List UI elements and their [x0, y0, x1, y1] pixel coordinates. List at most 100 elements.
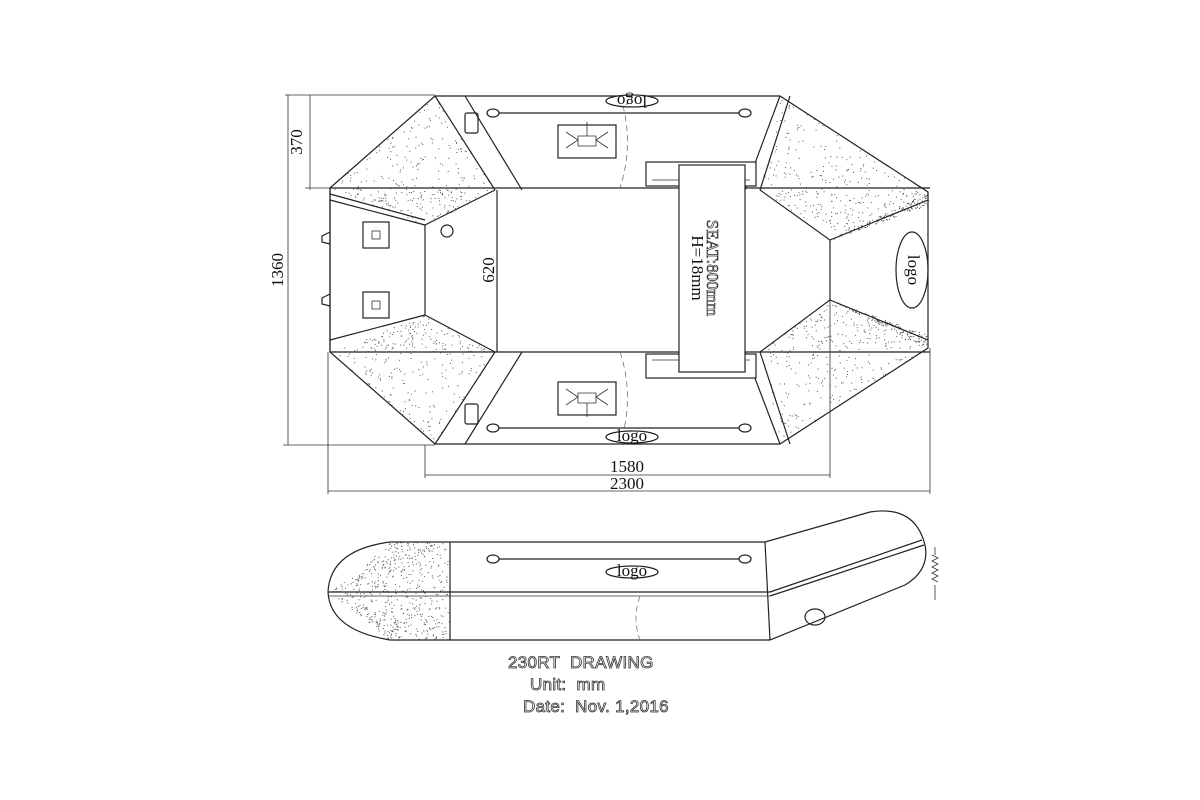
stipple-dot — [381, 561, 383, 563]
stipple-dot — [833, 399, 834, 401]
stipple-dot — [407, 557, 408, 559]
stipple-dot — [398, 636, 400, 638]
stipple-dot — [387, 631, 389, 633]
stipple-dot — [392, 138, 394, 140]
stipple-dot — [407, 338, 409, 340]
stipple-dot — [817, 347, 819, 349]
stipple-dot — [363, 604, 364, 606]
stipple-dot — [416, 206, 418, 207]
stipple-dot — [846, 169, 848, 171]
stipple-dot — [438, 565, 440, 567]
stipple-dot — [414, 552, 416, 554]
stipple-dot — [385, 548, 387, 550]
stipple-dot — [861, 177, 862, 179]
stipple-dot — [784, 120, 786, 122]
stipple-dot — [885, 343, 887, 345]
stipple-dot — [469, 344, 471, 346]
stipple-dot — [409, 588, 411, 590]
stipple-dot — [919, 198, 921, 200]
stipple-dot — [788, 205, 789, 207]
stipple-dot — [483, 348, 485, 350]
stipple-dot — [441, 623, 443, 625]
stipple-dot — [842, 175, 844, 177]
stipple-dot — [462, 179, 464, 181]
stipple-dot — [391, 611, 393, 613]
stipple-dot — [831, 211, 833, 213]
stipple-dot — [356, 349, 358, 351]
stipple-dot — [885, 214, 887, 216]
stipple-dot — [867, 314, 869, 316]
stipple-dot — [433, 194, 435, 196]
stipple-dot — [442, 348, 444, 350]
stipple-dot — [360, 584, 362, 586]
stipple-dot — [430, 629, 432, 631]
stipple-dot — [911, 193, 913, 195]
stipple-dot — [910, 202, 912, 204]
stipple-dot — [899, 326, 901, 328]
stipple-dot — [444, 204, 446, 206]
stipple-dot — [419, 565, 421, 567]
stipple-dot — [405, 554, 406, 556]
stipple-dot — [348, 353, 350, 355]
stipple-dot — [419, 548, 421, 550]
stipple-dot — [839, 362, 841, 364]
stipple-dot — [435, 157, 436, 159]
stipple-dot — [359, 604, 361, 606]
stipple-dot — [378, 201, 380, 203]
stipple-dot — [900, 198, 902, 200]
stipple-dot — [411, 617, 412, 618]
stipple-dot — [422, 334, 424, 336]
stipple-dot — [842, 305, 844, 307]
stipple-dot — [389, 205, 391, 207]
stipple-dot — [821, 317, 823, 318]
stipple-dot — [417, 586, 419, 588]
stipple-dot — [334, 589, 336, 590]
stipple-dot — [856, 367, 858, 369]
stipple-dot — [336, 587, 338, 589]
stipple-dot — [779, 383, 781, 385]
stipple-dot — [783, 435, 785, 437]
stipple-dot — [920, 340, 922, 342]
stipple-dot — [371, 573, 373, 575]
stipple-dot — [425, 346, 427, 348]
stipple-dot — [364, 341, 366, 343]
stipple-dot — [424, 191, 426, 192]
stipple-dot — [367, 563, 368, 565]
stipple-dot — [830, 222, 831, 224]
stipple-dot — [391, 377, 393, 379]
stipple-dot — [800, 213, 802, 215]
stipple-dot — [385, 358, 387, 360]
stipple-dot — [802, 193, 804, 195]
stipple-dot — [408, 398, 410, 400]
stipple-dot — [386, 576, 388, 578]
stipple-dot — [806, 114, 808, 116]
stipple-dot — [416, 177, 417, 179]
stipple-dot — [382, 200, 384, 202]
stipple-dot — [374, 348, 376, 350]
stipple-dot — [426, 361, 428, 363]
stipple-dot — [906, 203, 908, 205]
stipple-dot — [437, 622, 439, 624]
stipple-dot — [428, 430, 430, 432]
stipple-dot — [381, 197, 383, 199]
stipple-dot — [775, 148, 777, 150]
stipple-dot — [432, 558, 434, 559]
stipple-dot — [407, 392, 409, 394]
stipple-dot — [400, 604, 402, 606]
stipple-dot — [783, 199, 785, 201]
stipple-dot — [375, 354, 377, 356]
stipple-dot — [401, 545, 403, 547]
stipple-dot — [779, 102, 781, 104]
stipple-dot — [440, 582, 442, 584]
stipple-dot — [356, 612, 358, 614]
stipple-dot — [384, 362, 386, 364]
stipple-dot — [831, 200, 833, 202]
stipple-dot — [388, 570, 390, 572]
stipple-dot — [899, 341, 901, 343]
stipple-dot — [448, 621, 450, 623]
stipple-dot — [387, 204, 389, 206]
stipple-dot — [914, 202, 915, 204]
stipple-dot — [847, 371, 848, 373]
stipple-dot — [395, 583, 396, 585]
stipple-dot — [834, 194, 836, 196]
